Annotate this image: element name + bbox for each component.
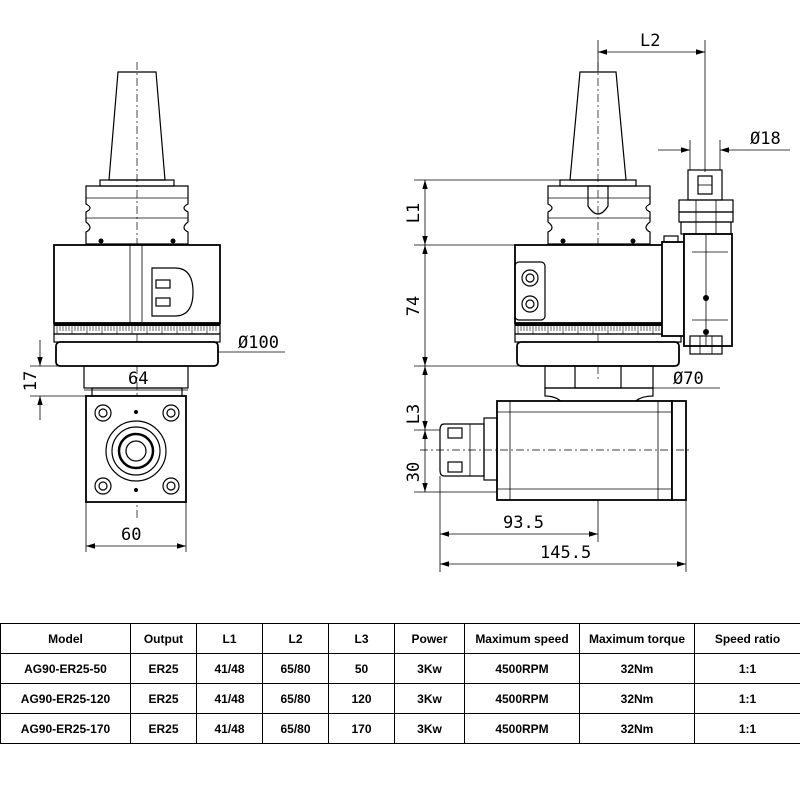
side-stop-block xyxy=(683,233,733,347)
header-l2: L2 xyxy=(262,623,329,654)
cell-l1: 41/48 xyxy=(196,653,263,684)
header-output: Output xyxy=(130,623,197,654)
dim-l2: L2 xyxy=(640,31,660,51)
front-flange xyxy=(85,185,189,245)
technical-drawing: Ø100 17 64 60 xyxy=(21,31,790,572)
dim-l1: L1 xyxy=(404,203,424,223)
cell-l2: 65/80 xyxy=(262,683,329,714)
front-lower-ring xyxy=(55,341,219,367)
cell-l3: 50 xyxy=(328,653,395,684)
dim-l3: L3 xyxy=(404,404,424,424)
front-view: Ø100 17 64 60 xyxy=(21,62,285,552)
cell-max-torque: 32Nm xyxy=(579,713,695,744)
cell-power: 3Kw xyxy=(394,713,465,744)
cell-output: ER25 xyxy=(130,713,197,744)
dim-height-74: 74 xyxy=(404,296,424,316)
dim-width-60: 60 xyxy=(121,525,141,545)
side-flange xyxy=(547,185,651,245)
header-l3: L3 xyxy=(328,623,395,654)
cell-speed-ratio: 1:1 xyxy=(694,653,800,684)
side-view: L2 Ø18 L1 74 L3 30 Ø70 93.5 145.5 xyxy=(404,31,790,572)
front-collet-nut xyxy=(105,420,167,482)
dim-width-93-5: 93.5 xyxy=(503,513,544,533)
cell-l1: 41/48 xyxy=(196,713,263,744)
dim-diameter-100: Ø100 xyxy=(238,333,279,353)
cell-l2: 65/80 xyxy=(262,713,329,744)
cell-l3: 120 xyxy=(328,683,395,714)
dim-diameter-70: Ø70 xyxy=(673,369,704,389)
cell-max-torque: 32Nm xyxy=(579,653,695,684)
dim-diameter-18: Ø18 xyxy=(750,129,781,149)
front-scale-ticks xyxy=(56,326,217,334)
side-drive-key xyxy=(587,185,609,215)
table-header-row: Model Output L1 L2 L3 Power Maximum spee… xyxy=(0,623,800,654)
dim-width-64: 64 xyxy=(128,369,148,389)
cell-speed-ratio: 1:1 xyxy=(694,683,800,714)
cell-max-speed: 4500RPM xyxy=(464,683,580,714)
side-coolant-block xyxy=(661,241,685,337)
dim-height-17: 17 xyxy=(21,371,41,391)
header-power: Power xyxy=(394,623,465,654)
front-main-body xyxy=(53,244,221,324)
cell-l2: 65/80 xyxy=(262,653,329,684)
cell-power: 3Kw xyxy=(394,653,465,684)
side-main-body xyxy=(514,244,682,324)
table-row: AG90-ER25-50 ER25 41/48 65/80 50 3Kw 450… xyxy=(0,653,800,684)
cell-model: AG90-ER25-120 xyxy=(0,683,131,714)
cell-output: ER25 xyxy=(130,653,197,684)
cell-max-speed: 4500RPM xyxy=(464,653,580,684)
side-lower-ring xyxy=(516,341,680,367)
header-max-torque: Maximum torque xyxy=(579,623,695,654)
spec-table: Model Output L1 L2 L3 Power Maximum spee… xyxy=(0,623,800,744)
header-model: Model xyxy=(0,623,131,654)
header-max-speed: Maximum speed xyxy=(464,623,580,654)
header-l1: L1 xyxy=(196,623,263,654)
table-row: AG90-ER25-120 ER25 41/48 65/80 120 3Kw 4… xyxy=(0,683,800,714)
cell-l1: 41/48 xyxy=(196,683,263,714)
table-row: AG90-ER25-170 ER25 41/48 65/80 170 3Kw 4… xyxy=(0,713,800,744)
side-collet-nut xyxy=(439,423,485,477)
cell-model: AG90-ER25-50 xyxy=(0,653,131,684)
front-cover-plate xyxy=(151,267,194,317)
dim-height-30: 30 xyxy=(404,462,424,482)
dim-width-145-5: 145.5 xyxy=(540,543,591,563)
cell-l3: 170 xyxy=(328,713,395,744)
cell-output: ER25 xyxy=(130,683,197,714)
side-output-housing xyxy=(496,400,673,501)
cell-speed-ratio: 1:1 xyxy=(694,713,800,744)
side-scale-ticks xyxy=(517,326,678,334)
cell-power: 3Kw xyxy=(394,683,465,714)
cell-model: AG90-ER25-170 xyxy=(0,713,131,744)
header-speed-ratio: Speed ratio xyxy=(694,623,800,654)
cell-max-speed: 4500RPM xyxy=(464,713,580,744)
cell-max-torque: 32Nm xyxy=(579,683,695,714)
